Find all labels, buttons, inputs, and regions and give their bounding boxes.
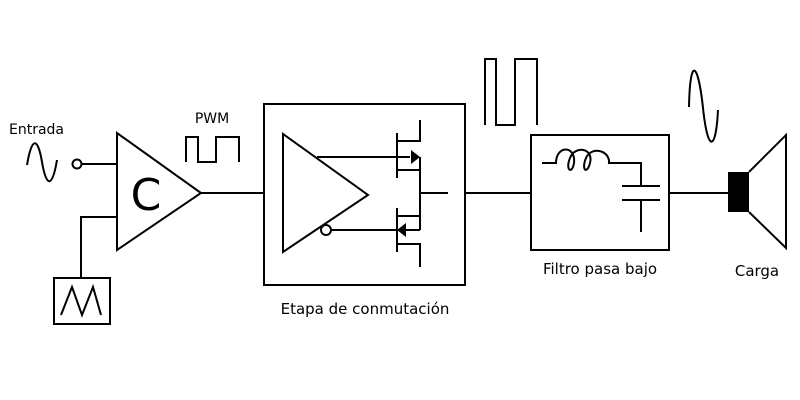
input-sine-icon xyxy=(26,142,58,183)
switching-stage-box xyxy=(263,103,466,286)
square-wave-icon xyxy=(484,58,538,126)
filter-box xyxy=(530,134,670,251)
load-label: Carga xyxy=(735,262,779,280)
speaker-cone-icon xyxy=(748,132,787,251)
speaker-magnet xyxy=(728,172,749,212)
low-mosfet-arrow-icon xyxy=(397,223,406,237)
output-sine-icon xyxy=(688,69,719,143)
triangle-wave-icon xyxy=(60,283,102,318)
inverter-bubble xyxy=(320,224,332,236)
pwm-label: PWM xyxy=(195,111,229,127)
pwm-wave-icon xyxy=(185,136,240,163)
input-terminal xyxy=(71,158,83,170)
input-label: Entrada xyxy=(9,122,64,138)
high-mosfet-arrow-icon xyxy=(411,150,420,164)
high-mosfet-drain xyxy=(397,120,421,142)
comparator xyxy=(116,131,203,252)
triangle-wire xyxy=(80,216,117,278)
driver xyxy=(282,132,370,254)
low-mosfet-drain xyxy=(397,243,421,267)
switching-stage-label: Etapa de conmutación xyxy=(281,300,450,318)
filter-label: Filtro pasa bajo xyxy=(543,260,657,278)
inductor-icon xyxy=(542,148,642,186)
triangle-generator xyxy=(53,277,111,325)
comparator-label: C xyxy=(131,170,162,221)
